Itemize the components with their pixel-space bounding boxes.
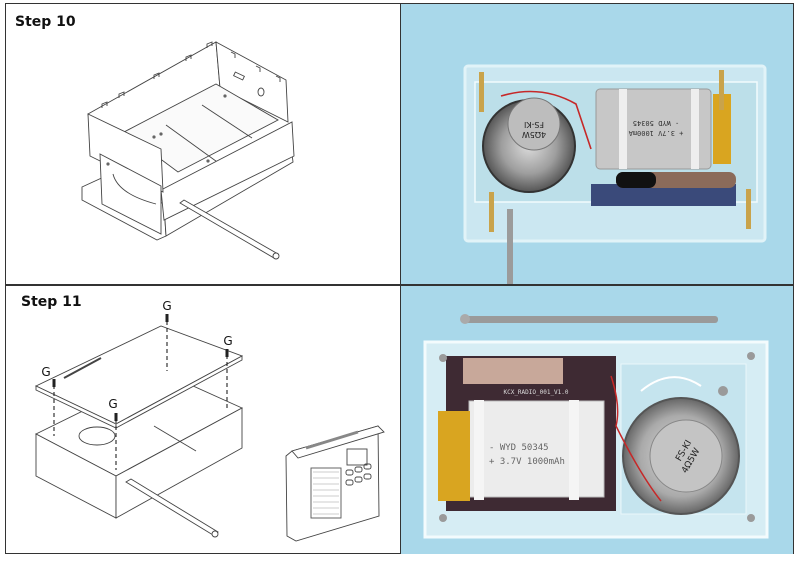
- step-10-drawing-cell: Step 10: [6, 4, 400, 284]
- svg-text:- WYD 50345: - WYD 50345: [633, 119, 679, 127]
- step-11-drawing-cell: Step 11 G G G G: [6, 286, 400, 554]
- finished-radio-drawing: [285, 425, 385, 542]
- svg-text:FS-KI: FS-KI: [524, 120, 544, 129]
- row-divider: [5, 284, 794, 286]
- column-divider: [400, 3, 402, 554]
- battery: [468, 400, 605, 498]
- screw-label-g-4: G: [108, 397, 117, 411]
- step-11-photo: KCX_RADIO_001_V1.0 - WYD 50345 + 3.7V 10…: [401, 286, 793, 554]
- screw-label-g-3: G: [41, 365, 50, 379]
- step-10-case-drawing: [81, 41, 295, 260]
- antenna: [463, 316, 718, 323]
- pcb-label: KCX_RADIO_001_V1.0: [503, 389, 568, 396]
- svg-text:+ 3.7V 1000mAh: + 3.7V 1000mAh: [489, 457, 565, 467]
- step-10-title: Step 10: [15, 14, 76, 30]
- steps-grid: [5, 3, 794, 554]
- screw-label-g-2: G: [223, 334, 232, 348]
- step-11-title: Step 11: [21, 294, 82, 310]
- svg-text:- WYD 50345: - WYD 50345: [489, 443, 549, 453]
- svg-text:+ 3.7V 1000mA: + 3.7V 1000mA: [628, 129, 684, 137]
- antenna: [507, 209, 513, 284]
- svg-text:4Ω5W: 4Ω5W: [522, 130, 546, 139]
- step-10-photo: FS-KI 4Ω5W - WYD 50345 + 3.7V 1000mA: [401, 4, 793, 284]
- screw-label-g-1: G: [162, 299, 171, 313]
- step-11-case-drawing: G G G G: [34, 299, 385, 542]
